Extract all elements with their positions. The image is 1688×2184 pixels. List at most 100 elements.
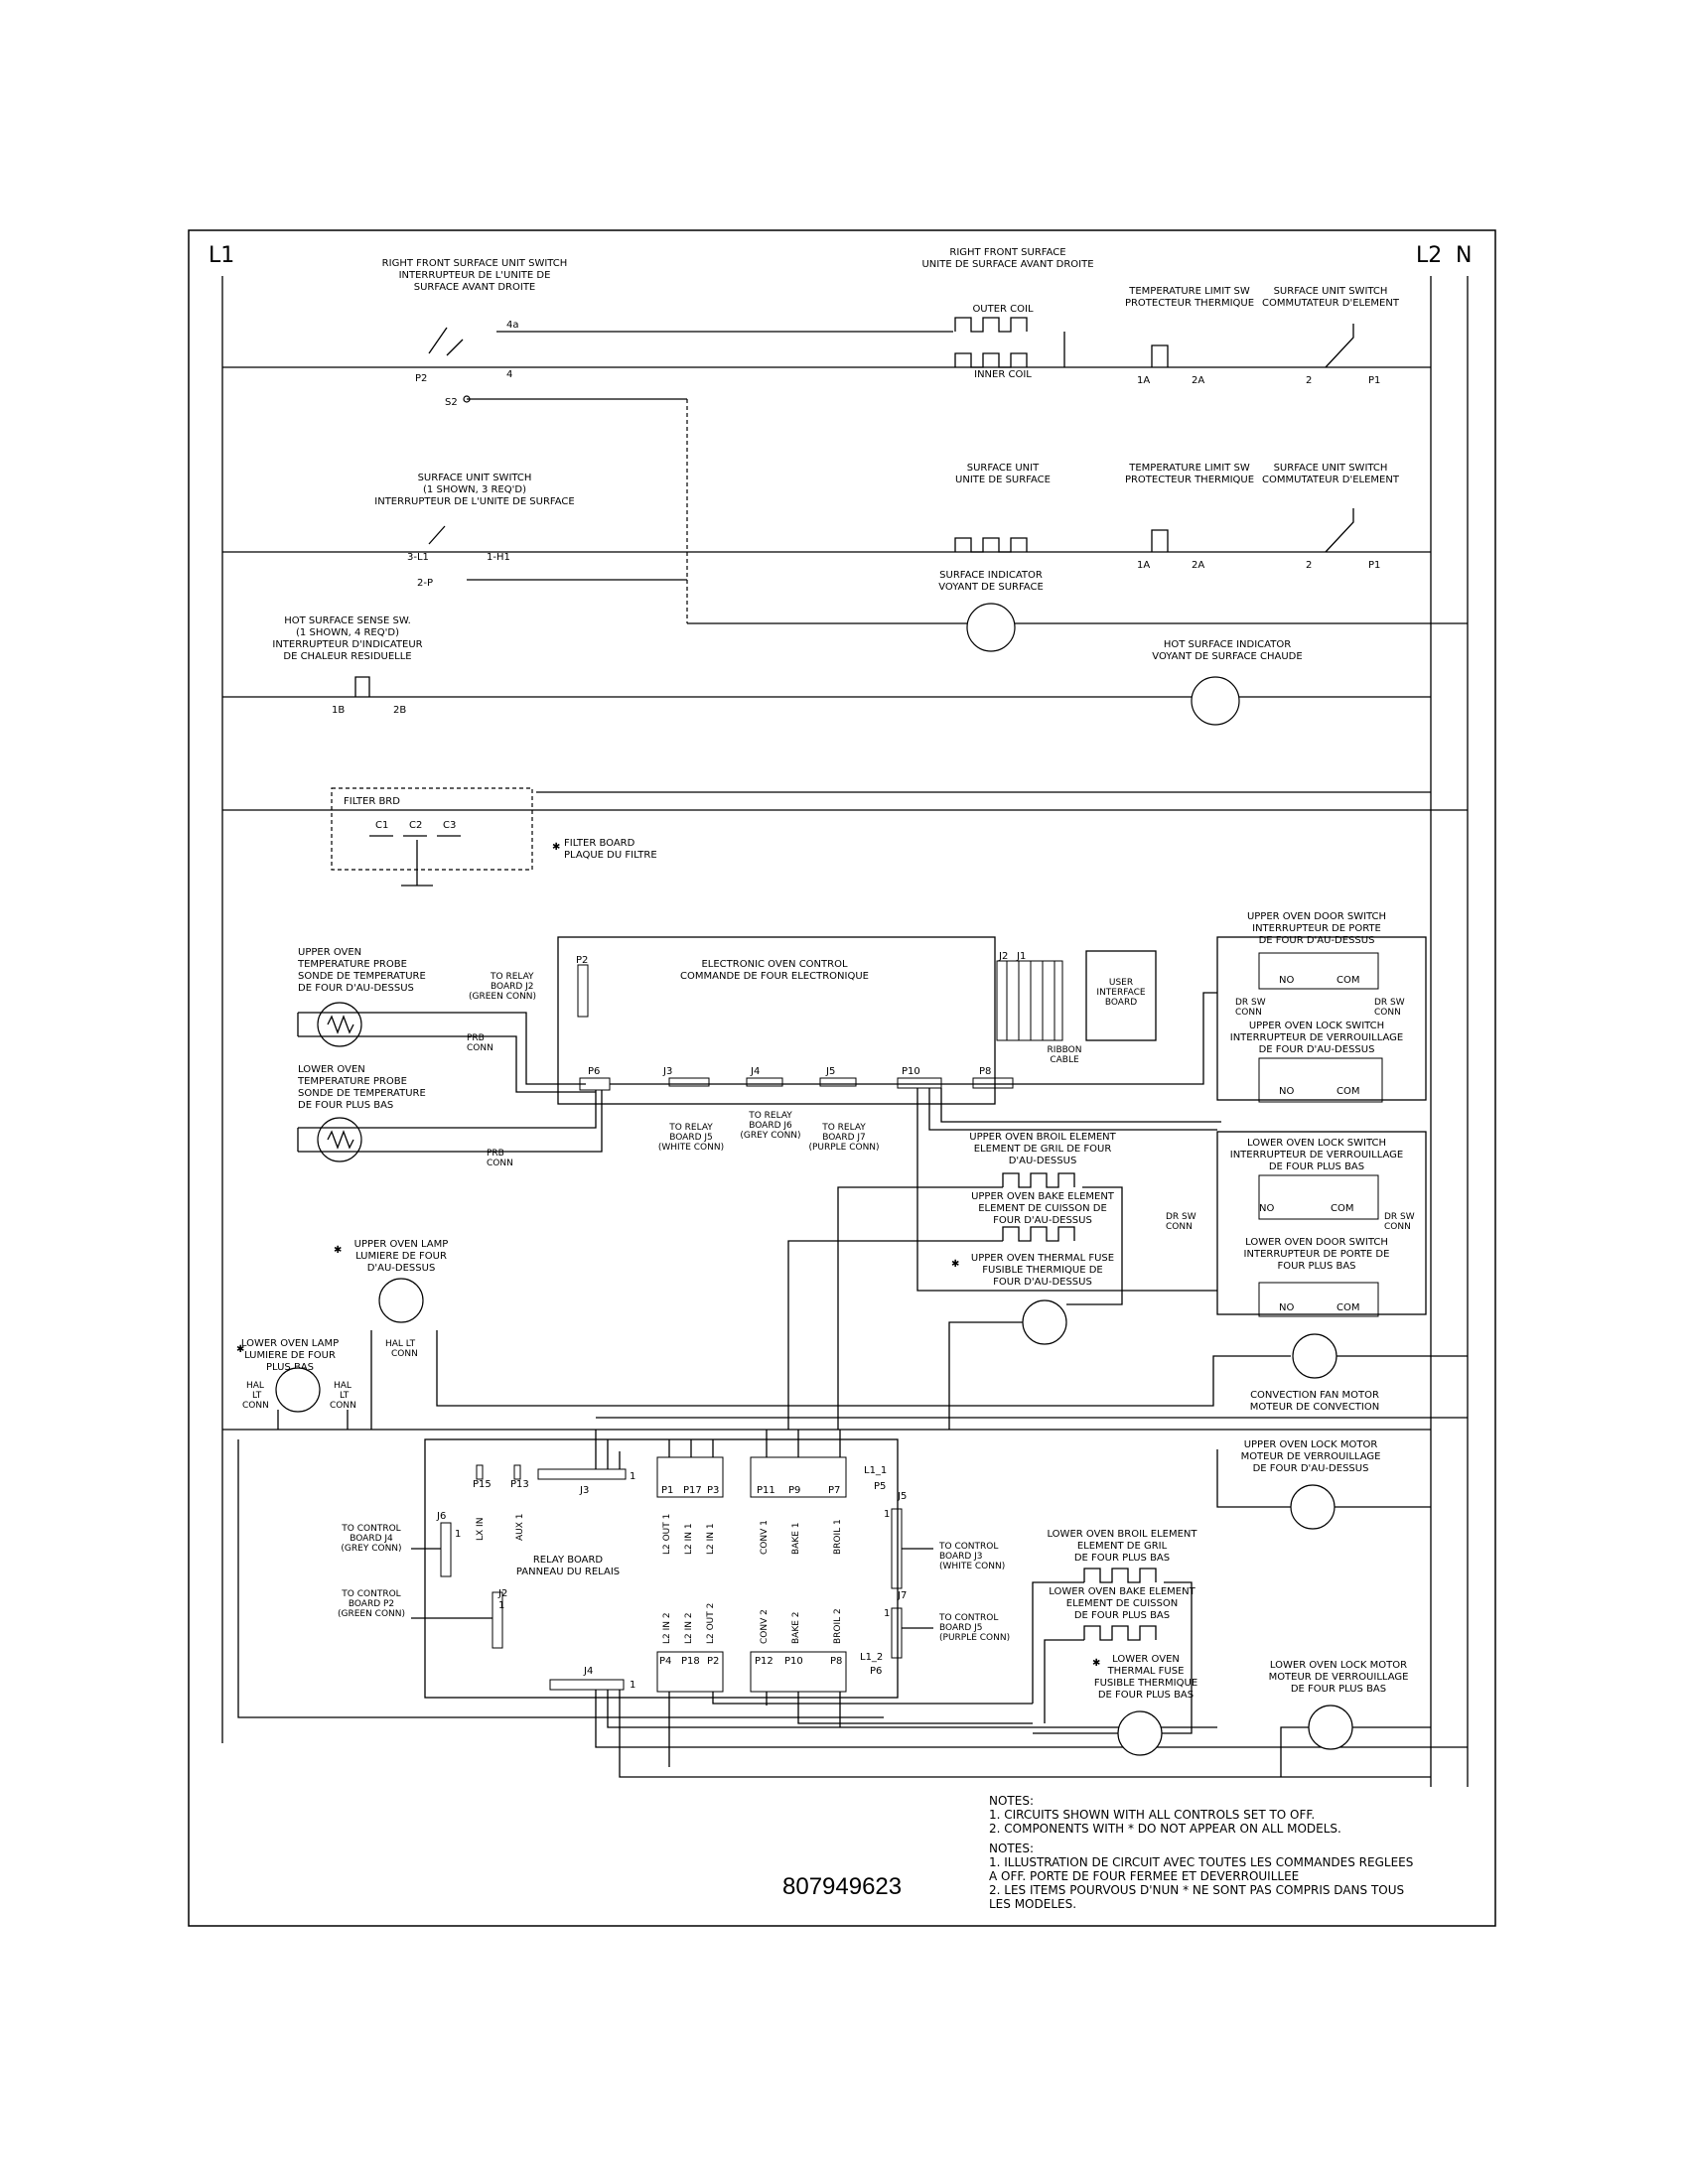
svg-text:HAL: HAL	[246, 1381, 264, 1391]
svg-text:BROIL 1: BROIL 1	[833, 1519, 843, 1555]
svg-text:4a: 4a	[506, 320, 519, 331]
lower-oven-door-switch: LOWER OVEN DOOR SWITCH INTERRUPTEUR DE P…	[1244, 1237, 1389, 1317]
svg-text:DE FOUR D'AU-DESSUS: DE FOUR D'AU-DESSUS	[298, 983, 414, 994]
relay-top-pins-b: P11 P9 P7 CONV 1 BAKE 1 BROIL 1	[750, 1456, 847, 1555]
svg-text:P3: P3	[707, 1485, 719, 1496]
inner-coil: INNER COIL	[954, 352, 1032, 380]
svg-text:FILTER BRD: FILTER BRD	[344, 796, 400, 807]
svg-text:NO: NO	[1279, 1302, 1294, 1313]
svg-text:USER: USER	[1109, 978, 1133, 988]
svg-text:✱: ✱	[334, 1245, 342, 1256]
svg-text:SURFACE UNIT SWITCH: SURFACE UNIT SWITCH	[1274, 286, 1388, 297]
svg-text:FOUR D'AU-DESSUS: FOUR D'AU-DESSUS	[993, 1277, 1092, 1288]
svg-text:P6: P6	[588, 1066, 600, 1077]
svg-text:2: 2	[1306, 375, 1312, 386]
svg-text:1: 1	[630, 1471, 635, 1482]
prb-conn-upper: PRB CONN	[467, 1033, 493, 1053]
svg-text:3-L1: 3-L1	[407, 552, 429, 563]
relay-j6-connector: J6 1	[436, 1511, 461, 1577]
svg-text:P7: P7	[828, 1485, 840, 1496]
svg-text:LOWER OVEN: LOWER OVEN	[298, 1064, 365, 1075]
svg-text:1: 1	[630, 1680, 635, 1691]
hal-lt-conn-left: HAL LT CONN	[242, 1381, 269, 1411]
svg-text:ELECTRONIC OVEN CONTROL: ELECTRONIC OVEN CONTROL	[701, 959, 847, 970]
lower-oven-bake-element: LOWER OVEN BAKE ELEMENT ELEMENT DE CUISS…	[1049, 1586, 1196, 1641]
filter-board-note: ✱ FILTER BOARD PLAQUE DU FILTRE	[552, 838, 657, 861]
surface-unit: SURFACE UNIT UNITE DE SURFACE	[954, 463, 1051, 553]
svg-text:INTERRUPTEUR DE VERROUILLAGE: INTERRUPTEUR DE VERROUILLAGE	[1230, 1150, 1403, 1160]
rf-switch-label: RIGHT FRONT SURFACE UNIT SWITCH INTERRUP…	[382, 258, 568, 293]
svg-text:CONN: CONN	[1235, 1008, 1262, 1018]
svg-text:LOWER OVEN BROIL ELEMENT: LOWER OVEN BROIL ELEMENT	[1047, 1529, 1197, 1540]
svg-text:NO: NO	[1279, 975, 1294, 986]
ribbon-cable: RIBBON CABLE	[996, 960, 1081, 1065]
svg-text:INTERRUPTEUR DE L'UNITE DE: INTERRUPTEUR DE L'UNITE DE	[399, 270, 551, 281]
svg-text:LT: LT	[252, 1391, 262, 1401]
svg-text:DR SW: DR SW	[1166, 1212, 1196, 1222]
svg-text:P15: P15	[473, 1479, 492, 1490]
svg-text:P2: P2	[576, 955, 588, 966]
svg-text:(GREY CONN): (GREY CONN)	[740, 1131, 800, 1141]
svg-text:LES MODELES.: LES MODELES.	[989, 1897, 1076, 1911]
svg-text:DE FOUR PLUS BAS: DE FOUR PLUS BAS	[1269, 1161, 1364, 1172]
svg-text:INTERRUPTEUR DE VERROUILLAGE: INTERRUPTEUR DE VERROUILLAGE	[1230, 1032, 1403, 1043]
user-interface-board: USER INTERFACE BOARD	[1085, 950, 1157, 1041]
svg-text:P4: P4	[659, 1656, 671, 1667]
svg-text:(GREY CONN): (GREY CONN)	[341, 1544, 401, 1554]
svg-text:SURFACE UNIT SWITCH: SURFACE UNIT SWITCH	[418, 473, 532, 483]
wire-upper-elements	[787, 1186, 1123, 1430]
svg-text:BROIL 2: BROIL 2	[833, 1608, 843, 1644]
prb-conn-lower: PRB CONN	[487, 1149, 513, 1168]
svg-text:4: 4	[506, 369, 512, 380]
svg-text:P8: P8	[830, 1656, 842, 1667]
svg-text:RIGHT FRONT SURFACE: RIGHT FRONT SURFACE	[949, 247, 1065, 258]
svg-text:DR SW: DR SW	[1235, 998, 1266, 1008]
svg-text:DE FOUR PLUS BAS: DE FOUR PLUS BAS	[1074, 1553, 1170, 1564]
dr-sw-conn-upper-left: DR SW CONN	[1235, 998, 1266, 1018]
svg-text:1: 1	[884, 1509, 890, 1520]
svg-text:C2: C2	[409, 820, 422, 831]
svg-text:PANNEAU DU RELAIS: PANNEAU DU RELAIS	[516, 1567, 620, 1577]
temp-limit-1: TEMPERATURE LIMIT SW PROTECTEUR THERMIQU…	[1125, 286, 1254, 386]
eoc-connectors: P2 P6 J3 J4 J5 P10 P8 J2 J1	[576, 951, 1026, 1091]
relay-j2-connector: J2 1	[492, 1588, 507, 1649]
lower-oven-lock-switch: LOWER OVEN LOCK SWITCH INTERRUPTEUR DE V…	[1230, 1138, 1403, 1220]
svg-text:DE FOUR D'AU-DESSUS: DE FOUR D'AU-DESSUS	[1253, 1463, 1369, 1474]
svg-text:PLUS BAS: PLUS BAS	[266, 1362, 314, 1373]
svg-text:DE FOUR D'AU-DESSUS: DE FOUR D'AU-DESSUS	[1259, 1044, 1375, 1055]
svg-text:1. ILLUSTRATION DE CIRCUIT A: 1. ILLUSTRATION DE CIRCUIT AVEC TOUTES L…	[989, 1855, 1413, 1869]
svg-text:TO RELAY: TO RELAY	[668, 1123, 713, 1133]
rail-l1-label: L1	[209, 243, 234, 268]
svg-text:BOARD J5: BOARD J5	[669, 1133, 713, 1143]
svg-text:2. LES ITEMS POURVOUS D'NUN: 2. LES ITEMS POURVOUS D'NUN * NE SONT PA…	[989, 1883, 1404, 1897]
upper-oven-temperature-probe: UPPER OVEN TEMPERATURE PROBE SONDE DE TE…	[297, 947, 459, 1047]
svg-text:UPPER OVEN: UPPER OVEN	[298, 947, 361, 958]
surface-indicator: SURFACE INDICATOR VOYANT DE SURFACE	[938, 570, 1044, 652]
svg-text:1B: 1B	[332, 705, 345, 716]
svg-text:J2: J2	[998, 951, 1008, 962]
svg-text:UNITE DE SURFACE: UNITE DE SURFACE	[955, 475, 1051, 485]
su-switch-2: SURFACE UNIT SWITCH COMMUTATEUR D'ELEMEN…	[1262, 463, 1400, 571]
svg-text:FOUR D'AU-DESSUS: FOUR D'AU-DESSUS	[993, 1215, 1092, 1226]
relay-j4-connector: J4 1	[549, 1666, 635, 1691]
svg-text:UPPER OVEN DOOR SWITCH: UPPER OVEN DOOR SWITCH	[1247, 911, 1386, 922]
svg-text:(GREEN CONN): (GREEN CONN)	[338, 1609, 405, 1619]
svg-text:(1 SHOWN, 4 REQ'D): (1 SHOWN, 4 REQ'D)	[296, 627, 399, 638]
svg-text:COMMUTATEUR D'ELEMENT: COMMUTATEUR D'ELEMENT	[1262, 475, 1400, 485]
hal-lt-conn-upper: HAL LT CONN	[385, 1339, 418, 1359]
svg-text:SURFACE INDICATOR: SURFACE INDICATOR	[939, 570, 1043, 581]
svg-text:TEMPERATURE LIMIT SW: TEMPERATURE LIMIT SW	[1128, 463, 1250, 474]
svg-text:LOWER OVEN LAMP: LOWER OVEN LAMP	[241, 1338, 339, 1349]
svg-text:UPPER OVEN LOCK SWITCH: UPPER OVEN LOCK SWITCH	[1249, 1021, 1384, 1031]
dr-sw-conn-lower-left: DR SW CONN	[1166, 1212, 1196, 1232]
relay-l1-1: L1_1 P5	[864, 1465, 887, 1492]
svg-text:BAKE 2: BAKE 2	[791, 1611, 801, 1644]
svg-text:J1: J1	[1016, 951, 1026, 962]
wire-relay-stubs	[411, 1548, 933, 1629]
svg-text:P8: P8	[979, 1066, 991, 1077]
svg-text:DE FOUR PLUS BAS: DE FOUR PLUS BAS	[1098, 1690, 1194, 1701]
upper-oven-thermal-fuse: ✱ UPPER OVEN THERMAL FUSE FUSIBLE THERMI…	[951, 1253, 1114, 1345]
svg-text:TO CONTROL: TO CONTROL	[341, 1524, 400, 1534]
upper-oven-bake-element: UPPER OVEN BAKE ELEMENT ELEMENT DE CUISS…	[971, 1191, 1115, 1242]
